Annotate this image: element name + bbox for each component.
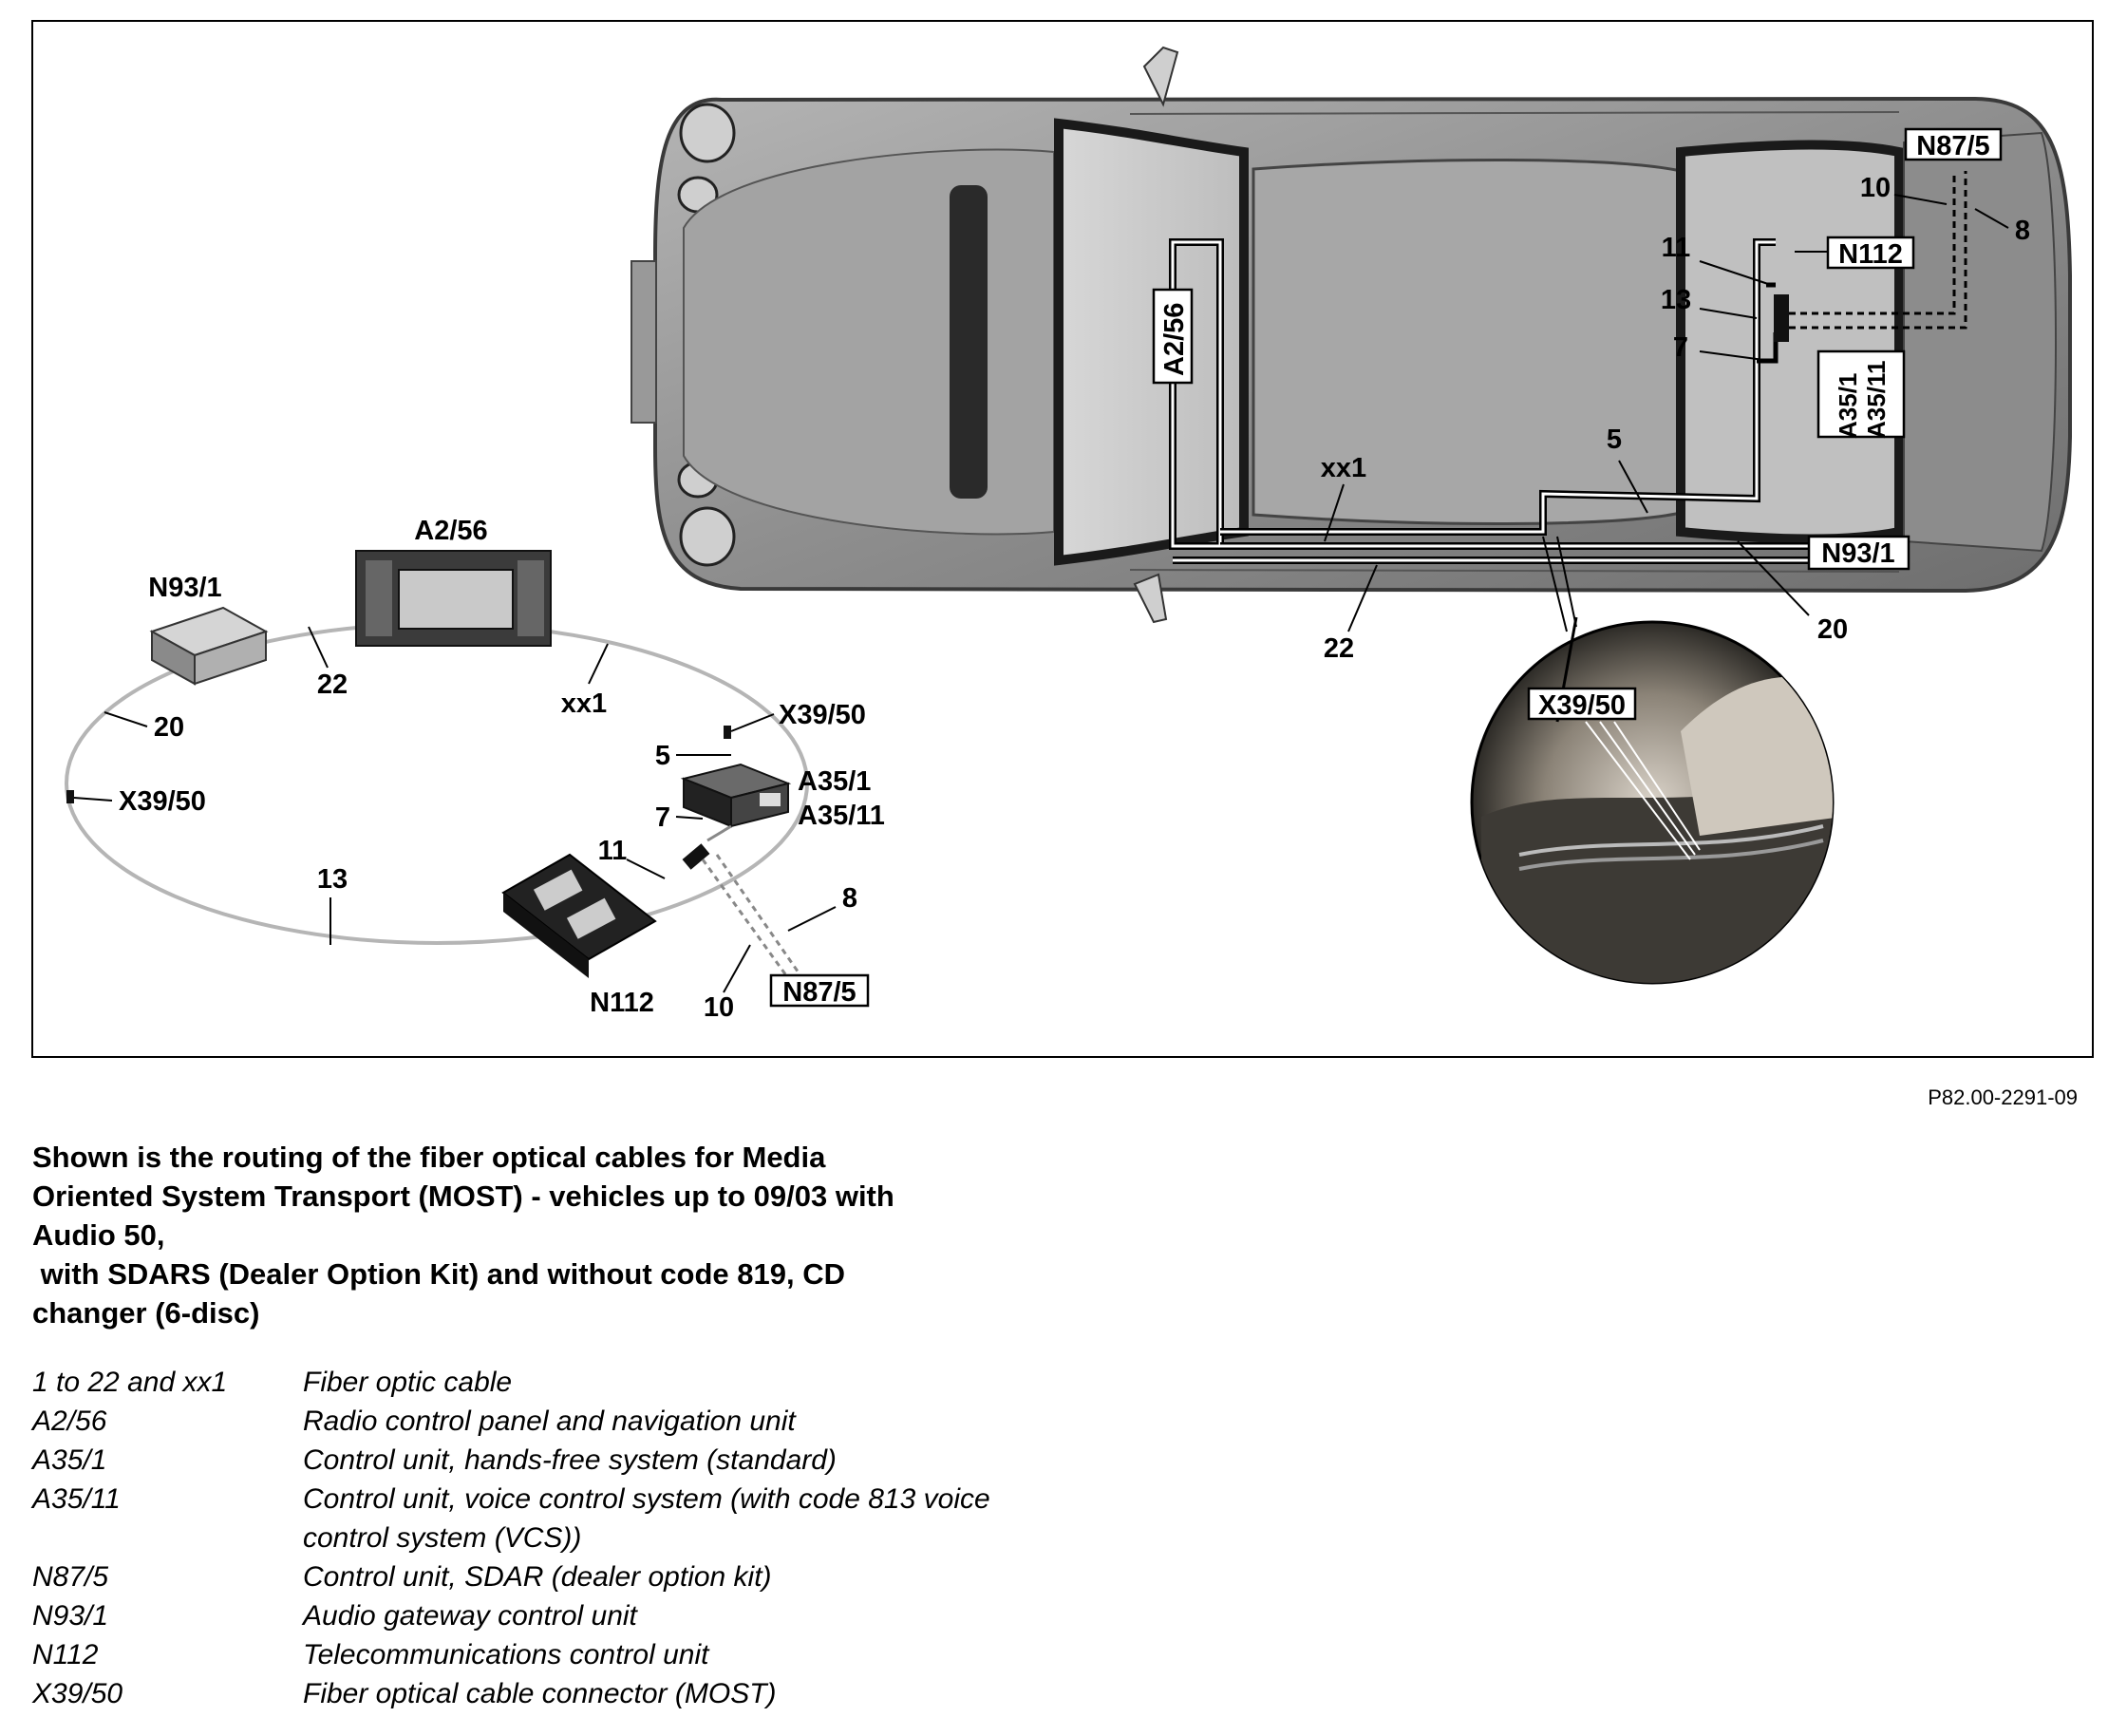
figure-caption: Shown is the routing of the fiber optica…	[32, 1138, 1001, 1332]
legend-desc: Control unit, voice control system (with…	[303, 1483, 990, 1554]
legend-row: A2/56 Radio control panel and navigation …	[32, 1402, 1025, 1441]
ring-label-cable-10: 10	[704, 992, 734, 1023]
legend-row: A35/11 Control unit, voice control system…	[32, 1480, 1025, 1557]
legend-code: A2/56	[32, 1406, 107, 1437]
caption-line: Oriented System Transport (MOST) - vehic…	[32, 1179, 894, 1213]
label-a2-56-vertical: A2/56	[1159, 303, 1190, 376]
ring-label-n112: N112	[590, 988, 654, 1018]
component-legend: 1 to 22 and xx1 Fiber optic cable A2/56 Ra…	[32, 1363, 1025, 1713]
legend-code: N87/5	[32, 1561, 109, 1593]
label-a35-vertical: A35/1A35/11	[1834, 361, 1891, 439]
legend-code: A35/11	[32, 1483, 121, 1515]
legend-desc: Radio control panel and navigation unit	[303, 1406, 796, 1437]
legend-row: N93/1 Audio gateway control unit	[32, 1596, 1025, 1635]
label-cable-13: 13	[1661, 285, 1691, 315]
legend-desc: Audio gateway control unit	[303, 1600, 637, 1632]
n93-1-unit	[149, 606, 269, 686]
legend-row: N112 Telecommunications control unit	[32, 1635, 1025, 1674]
legend-desc: Fiber optical cable connector (MOST)	[303, 1678, 777, 1709]
ring-label-cable-13: 13	[317, 864, 348, 895]
label-cable-8: 8	[2015, 216, 2030, 246]
most-ring-diagram: N93/1 A2/56 22 xx1 20 X39/50 5 A35/1 A35…	[65, 516, 885, 1023]
legend-code: N93/1	[32, 1600, 109, 1632]
ring-label-a35-11: A35/11	[798, 801, 885, 831]
label-xx1-car: xx1	[1321, 453, 1366, 483]
ring-label-xx1: xx1	[561, 689, 607, 719]
ring-label-a35-1: A35/1	[798, 766, 871, 797]
legend-row: X39/50 Fiber optical cable connector (MOS…	[32, 1674, 1025, 1713]
ring-label-a2-56: A2/56	[414, 516, 487, 546]
car-illustration	[631, 46, 2072, 624]
ring-label-cable-11: 11	[598, 836, 628, 866]
label-cable-11: 11	[1662, 233, 1691, 263]
legend-code: A35/1	[32, 1444, 107, 1476]
label-cable-22-car: 22	[1324, 633, 1354, 664]
label-cable-10: 10	[1860, 173, 1891, 203]
legend-code: X39/50	[32, 1678, 123, 1709]
caption-line: Audio 50,	[32, 1218, 165, 1252]
figure-reference: P82.00-2291-09	[1928, 1085, 2078, 1109]
label-n112: N112	[1838, 239, 1903, 270]
ring-label-cable-8: 8	[842, 883, 857, 914]
caption-line: changer (6-disc)	[32, 1296, 260, 1330]
legend-row: 1 to 22 and xx1 Fiber optic cable	[32, 1363, 1025, 1402]
label-cable-20-car: 20	[1817, 614, 1848, 645]
caption-line: Shown is the routing of the fiber optica…	[32, 1141, 826, 1174]
label-cable-7: 7	[1673, 332, 1688, 363]
most-routing-diagram: N87/5 10 8 N112 11 13 7 A35/1A35/11 A2/5…	[31, 20, 2094, 1058]
label-n87-5: N87/5	[1916, 131, 1989, 161]
ring-label-x39-50-top: X39/50	[779, 700, 866, 730]
legend-code: 1 to 22 and xx1	[32, 1367, 228, 1398]
ring-label-cable-5: 5	[655, 741, 670, 771]
ring-label-n87-5: N87/5	[782, 977, 856, 1008]
label-x39-50-inset: X39/50	[1538, 690, 1626, 721]
legend-code: N112	[32, 1639, 99, 1670]
legend-desc: Telecommunications control unit	[303, 1639, 709, 1670]
legend-row: N87/5 Control unit, SDAR (dealer option k…	[32, 1557, 1025, 1596]
ring-label-cable-22: 22	[317, 670, 348, 700]
ring-label-n93-1: N93/1	[148, 573, 221, 603]
legend-desc: Control unit, hands-free system (standar…	[303, 1444, 837, 1476]
label-n93-1-car: N93/1	[1821, 538, 1894, 569]
a35-unit	[680, 763, 792, 828]
label-cable-5: 5	[1607, 425, 1622, 455]
n112-unit	[501, 853, 657, 978]
caption-line: with SDARS (Dealer Option Kit) and witho…	[32, 1257, 845, 1291]
legend-row: A35/1 Control unit, hands-free system (st…	[32, 1441, 1025, 1480]
ring-label-cable-20: 20	[154, 712, 184, 743]
ring-label-x39-50-left: X39/50	[119, 786, 206, 817]
a2-56-unit	[355, 550, 552, 647]
ring-label-cable-7: 7	[655, 802, 670, 833]
legend-desc: Fiber optic cable	[303, 1367, 513, 1398]
car-labels: N87/5 10 8 N112 11 13 7 A35/1A35/11 A2/5…	[1152, 127, 2030, 860]
car-cable-routing	[1169, 171, 1967, 632]
legend-desc: Control unit, SDAR (dealer option kit)	[303, 1561, 772, 1593]
